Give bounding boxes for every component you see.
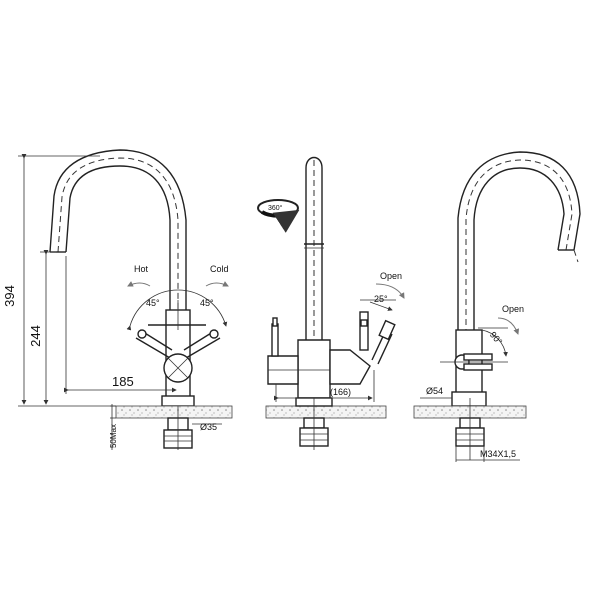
rotation-indicator: 360° xyxy=(257,199,300,233)
cold-angle-label: 45° xyxy=(200,298,214,308)
dim-side-base-diameter: Ø54 xyxy=(426,386,443,396)
side-open-label: Open xyxy=(380,271,402,281)
right-open-label: Open xyxy=(502,304,524,314)
cold-handle xyxy=(183,329,221,359)
dim-base-diameter: Ø35 xyxy=(200,422,217,432)
front-view: Hot Cold 45° 45° 394 244 185 50Max Ø35 xyxy=(2,149,233,450)
side-view: 360° Open 25° (166) xyxy=(257,156,405,450)
rotation-label: 360° xyxy=(268,204,283,212)
right-lever xyxy=(463,353,493,371)
dim-reach: 185 xyxy=(112,374,134,389)
countertop xyxy=(115,405,233,419)
side-left-lever xyxy=(271,317,279,357)
side-open-angle: 25° xyxy=(374,294,388,304)
side-right-lever xyxy=(359,311,396,365)
right-view: Open 90° Ø54 M34X1,5 xyxy=(413,151,581,462)
hot-angle-label: 45° xyxy=(146,298,160,308)
dim-side-depth: (166) xyxy=(330,387,351,397)
cold-label: Cold xyxy=(210,264,229,274)
hot-label: Hot xyxy=(134,264,149,274)
dim-height-spout: 244 xyxy=(28,325,43,347)
dim-max-thickness: 50Max xyxy=(109,424,118,448)
dim-height-total: 394 xyxy=(2,285,17,307)
dim-thread: M34X1,5 xyxy=(480,449,516,459)
hot-handle xyxy=(135,329,173,359)
side-countertop xyxy=(265,405,387,419)
